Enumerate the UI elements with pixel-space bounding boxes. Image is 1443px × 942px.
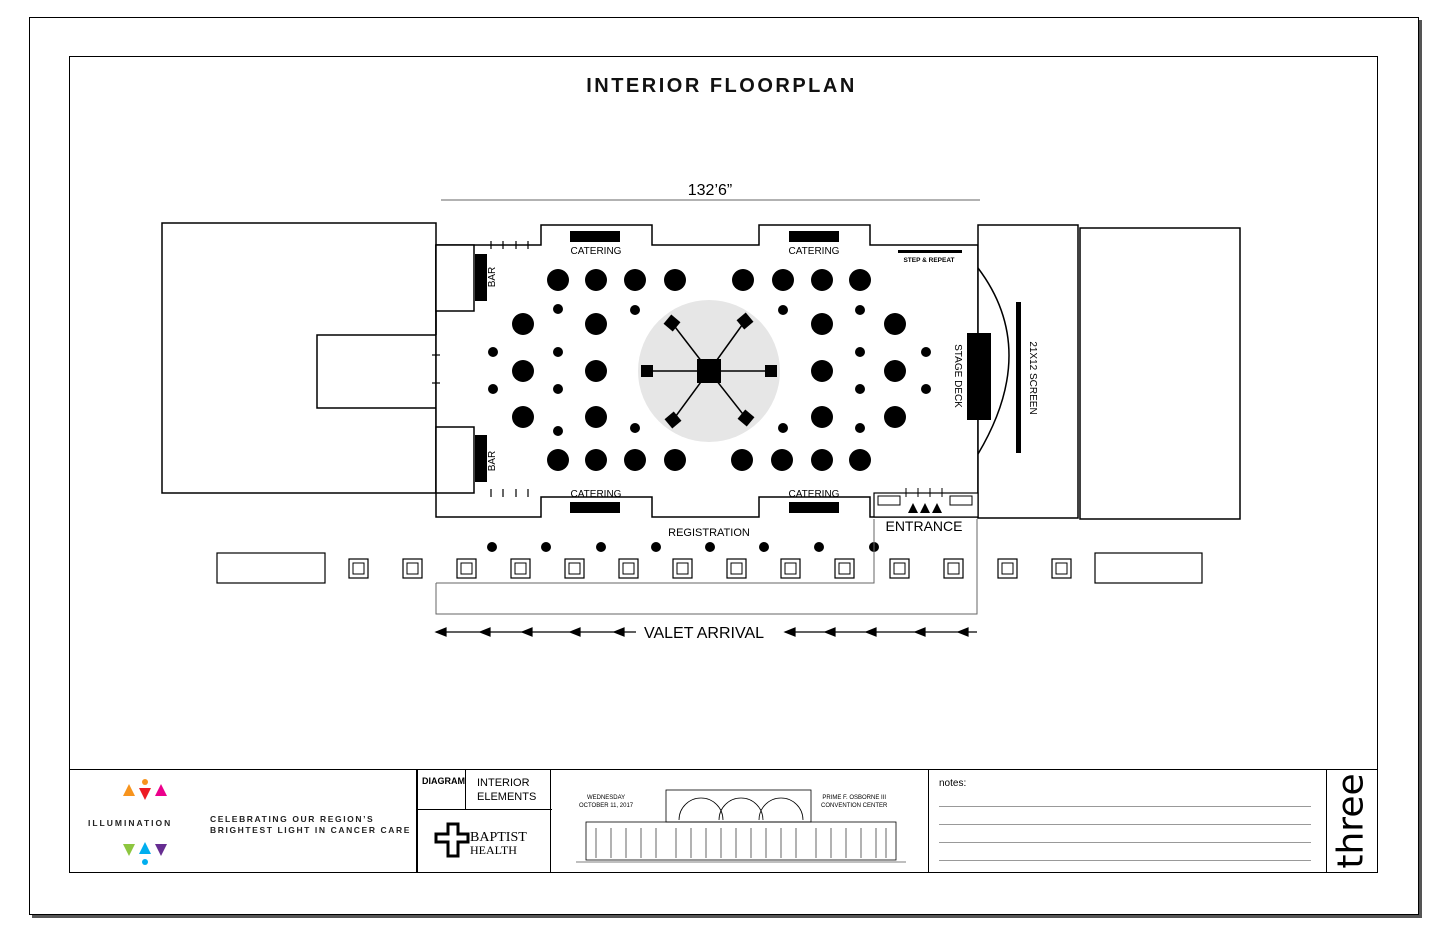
- catering-bottom-right: [789, 502, 839, 513]
- valet-arrows: [434, 627, 977, 637]
- catering-top-left-label: CATERING: [571, 246, 622, 257]
- brand-name: ILLUMINATION: [88, 818, 173, 828]
- sponsor-name: BAPTIST HEALTH: [470, 830, 527, 857]
- screen-label: 21X12 SCREEN: [1027, 341, 1038, 414]
- stage-deck-label: STAGE DECK: [952, 344, 963, 408]
- valet-label: VALET ARRIVAL: [644, 625, 764, 642]
- bar-alcove-bottom: [435, 426, 475, 494]
- step-repeat: [898, 250, 962, 253]
- tables: [488, 269, 931, 471]
- registration-label: REGISTRATION: [668, 527, 750, 539]
- valet-lane: [435, 519, 978, 615]
- dimension-text: 132’6”: [688, 182, 732, 199]
- notes-label: notes:: [939, 778, 967, 789]
- venue-name: PRIME F. OSBORNE III CONVENTION CENTER: [821, 795, 888, 809]
- drawing-frame: [69, 56, 1378, 873]
- registration-tables: [487, 542, 879, 552]
- title-block: ILLUMINATION CELEBRATING OUR REGION’S BR…: [70, 769, 1377, 873]
- catering-bottom-right-label: CATERING: [789, 489, 840, 500]
- door-ticks: [432, 241, 529, 497]
- bar-alcove-top: [435, 244, 475, 312]
- stage-room: [977, 224, 1079, 519]
- notes-cell: notes:: [929, 770, 1327, 873]
- screen: [1016, 302, 1021, 453]
- sheet-number: three: [1330, 772, 1372, 869]
- diagram-value: INTERIOR ELEMENTS: [477, 777, 537, 803]
- catering-bottom-left: [570, 502, 620, 513]
- entrance-label: ENTRANCE: [885, 518, 962, 534]
- illumination-logo: [123, 779, 167, 865]
- venue-cell: WEDNESDAY OCTOBER 11, 2017 PRIME F. OSBO…: [551, 770, 929, 873]
- event-date: WEDNESDAY OCTOBER 11, 2017: [579, 795, 634, 809]
- bar-top-label: BAR: [487, 267, 498, 288]
- tagline: CELEBRATING OUR REGION’S BRIGHTEST LIGHT…: [210, 814, 411, 835]
- catering-top-right-label: CATERING: [789, 246, 840, 257]
- catering-bottom-left-label: CATERING: [571, 489, 622, 500]
- brand-cell: ILLUMINATION CELEBRATING OUR REGION’S BR…: [70, 770, 417, 873]
- stage-arc: [977, 267, 1010, 455]
- diagram-label: DIAGRAM: [422, 776, 465, 786]
- left-vestibule: [316, 334, 437, 409]
- columns: [216, 552, 1203, 584]
- entrance-arrows: [908, 503, 942, 513]
- stage-deck: [967, 333, 991, 420]
- venue-illustration: [576, 789, 906, 863]
- page-title: INTERIOR FLOORPLAN: [586, 75, 857, 97]
- bar-top: [475, 254, 487, 301]
- step-repeat-label: STEP & REPEAT: [903, 257, 954, 264]
- catering-top-right: [789, 231, 839, 242]
- diagram-cell: DIAGRAM INTERIOR ELEMENTS BAPTIST HEALTH: [417, 770, 552, 873]
- right-building: [1079, 227, 1241, 520]
- baptist-health-icon: [434, 822, 470, 858]
- catering-top-left: [570, 231, 620, 242]
- lighting-fixtures: [641, 312, 777, 429]
- bar-bottom-label: BAR: [487, 451, 498, 472]
- center-truss: [697, 359, 721, 383]
- bar-bottom: [475, 435, 487, 482]
